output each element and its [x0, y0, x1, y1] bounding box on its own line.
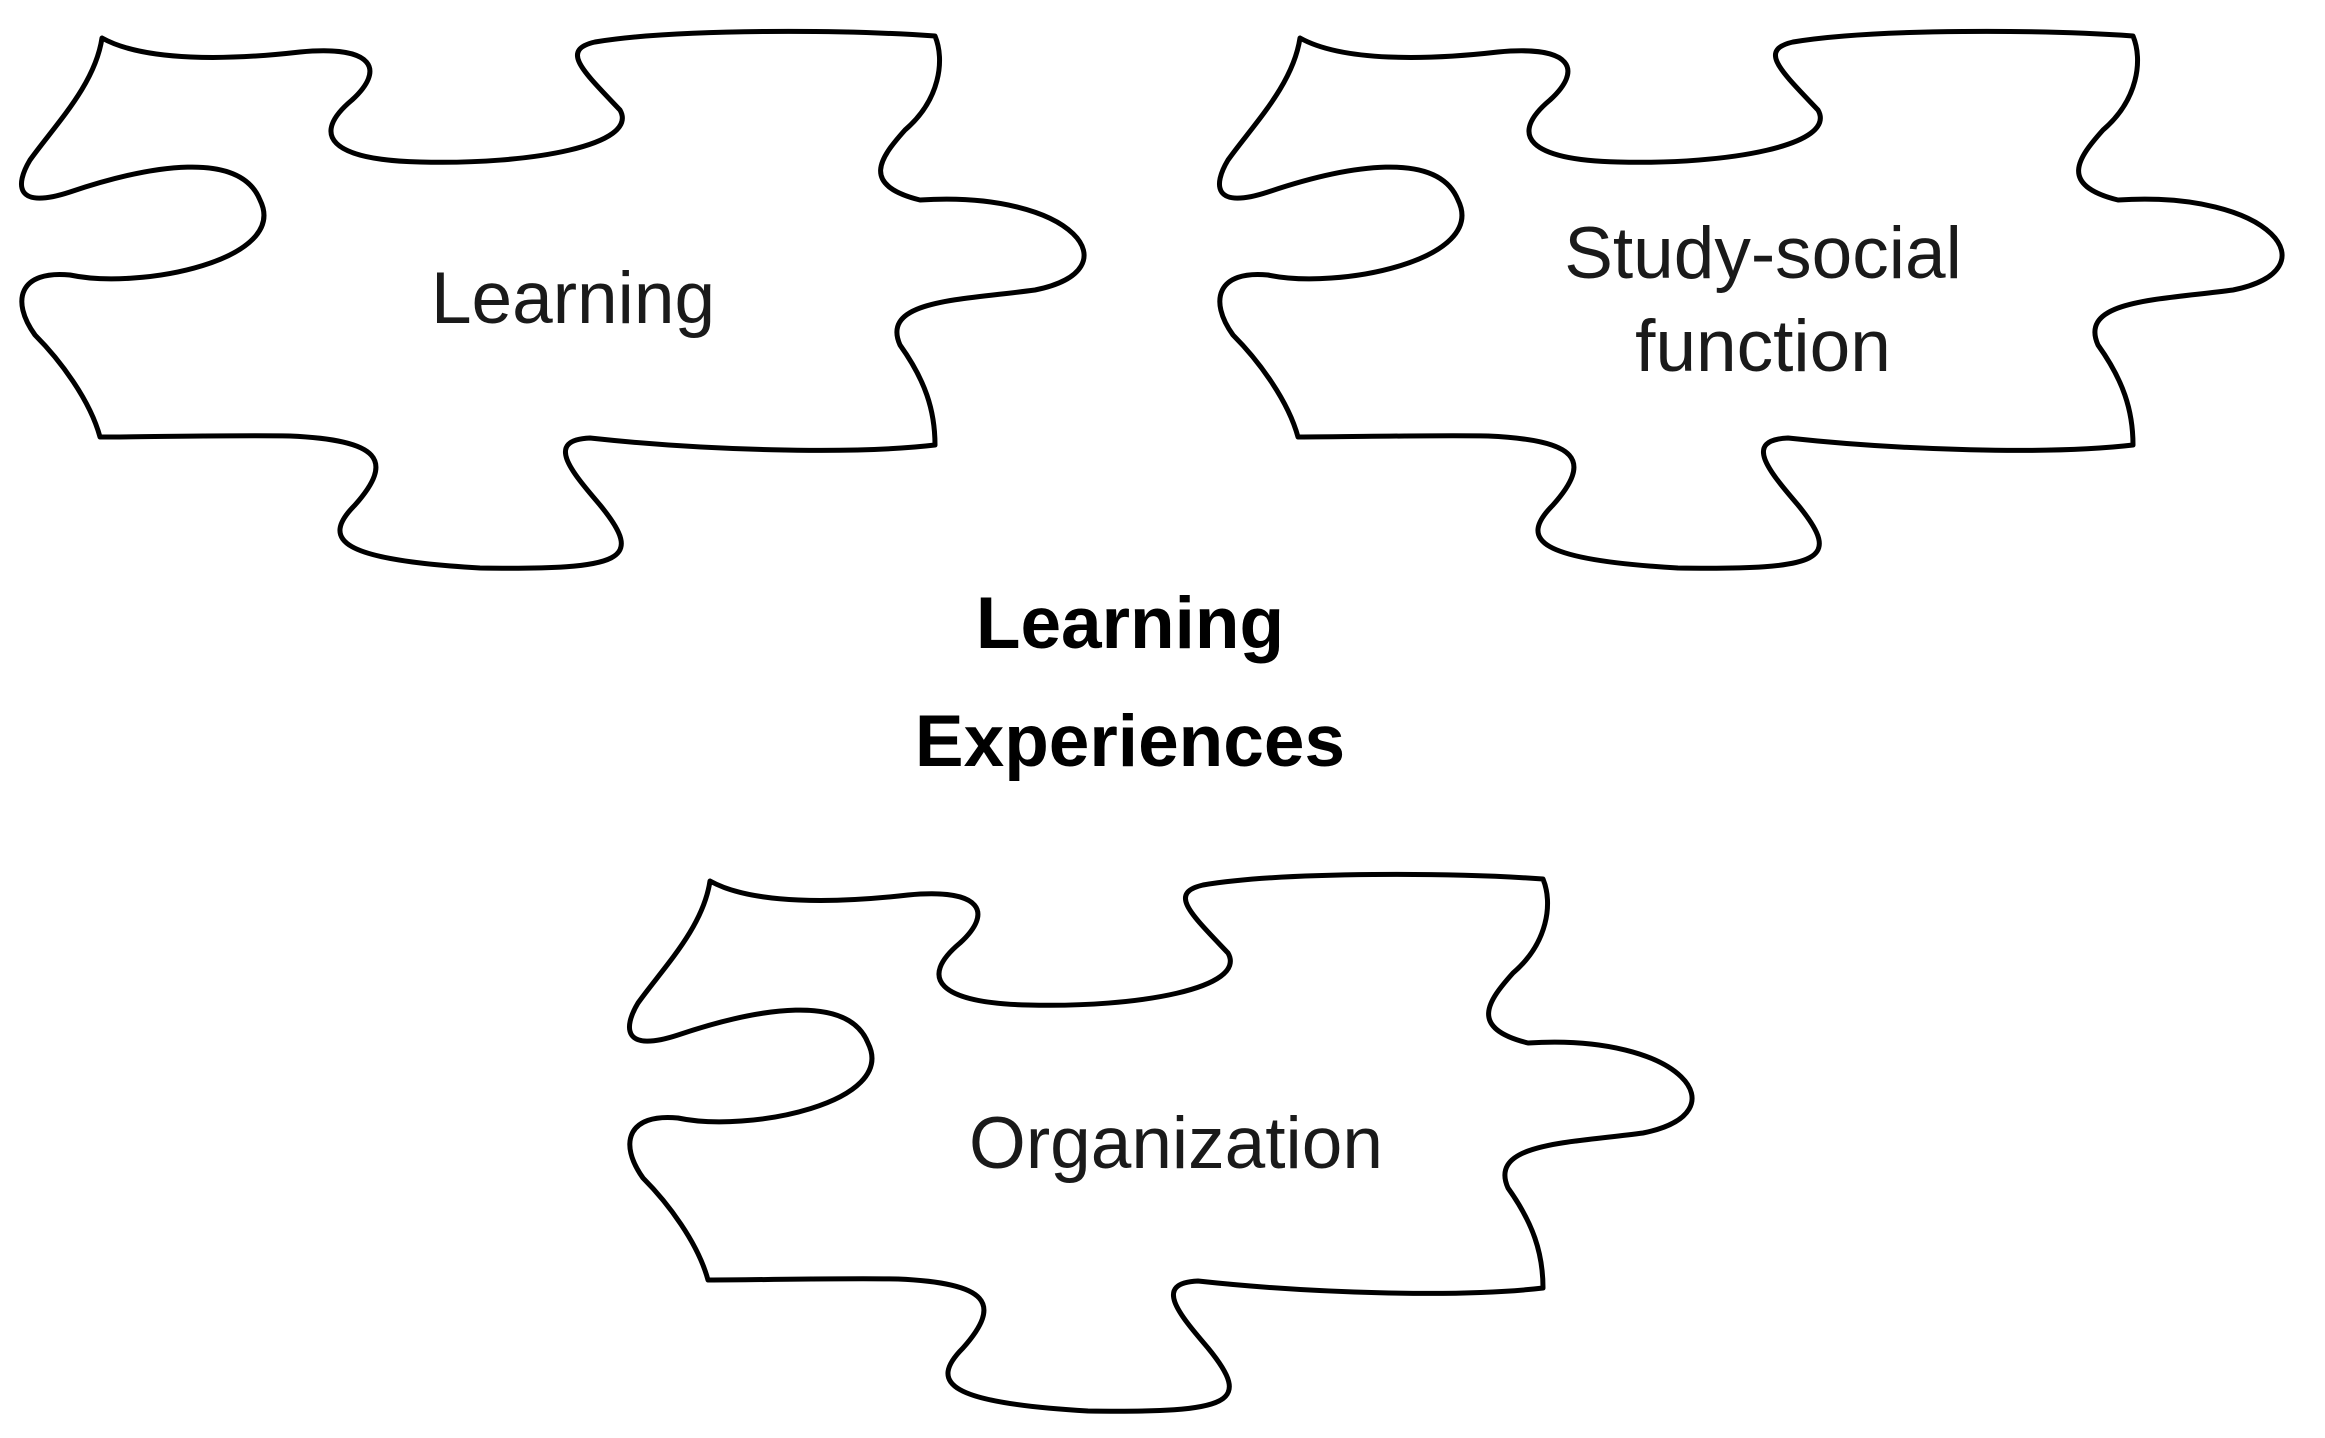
piece-label-study-social-line1: Study-social	[1564, 213, 1962, 294]
puzzle-piece-study-social: Study-social function	[1219, 31, 2282, 568]
center-title-line1: Learning	[976, 583, 1284, 664]
piece-label-organization: Organization	[969, 1103, 1383, 1184]
puzzle-piece-learning: Learning	[21, 31, 1084, 568]
puzzle-piece-organization: Organization	[629, 874, 1692, 1411]
piece-label-study-social-line2: function	[1635, 306, 1891, 387]
puzzle-outline	[1219, 31, 2282, 568]
piece-label-learning: Learning	[431, 258, 715, 339]
center-title-line2: Experiences	[915, 701, 1345, 782]
center-title: Learning Experiences	[915, 583, 1345, 782]
